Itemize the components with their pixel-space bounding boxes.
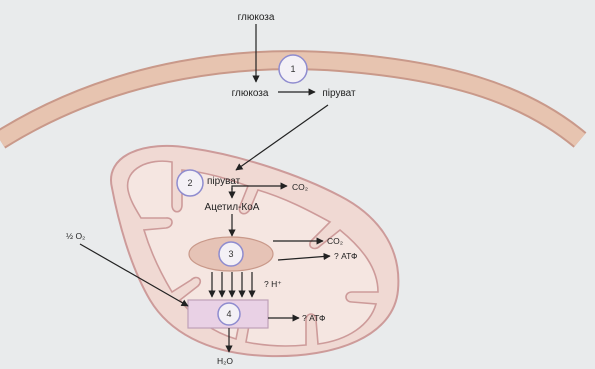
step-marker-1: 1 <box>279 55 307 83</box>
label-co2-first: CO₂ <box>292 182 308 192</box>
step-marker-3: 3 <box>219 242 243 266</box>
label-half-o2: ½ O₂ <box>66 231 85 241</box>
step-number: 1 <box>290 64 295 74</box>
label-glucose-inner: глюкоза <box>232 88 269 99</box>
label-pyruvate-mito: піруват <box>207 176 241 187</box>
label-glucose-top: глюкоза <box>238 12 275 23</box>
label-acetyl-coa: Ацетил-КоА <box>205 202 260 213</box>
step-marker-2: 2 <box>177 170 203 196</box>
arrow-pyruvate-to-mito <box>236 105 328 170</box>
label-water: H₂O <box>217 356 233 366</box>
step-number: 2 <box>187 178 192 188</box>
label-pyruvate-cytosol: піруват <box>322 88 356 99</box>
step-number: 4 <box>226 309 231 319</box>
label-atp-chain: ? АТФ <box>302 313 325 323</box>
label-co2-second: CO₂ <box>327 236 343 246</box>
label-atp-cycle: ? АТФ <box>334 251 357 261</box>
label-h-plus: ? H⁺ <box>264 279 282 289</box>
step-marker-4: 4 <box>218 303 240 325</box>
step-number: 3 <box>228 249 233 259</box>
